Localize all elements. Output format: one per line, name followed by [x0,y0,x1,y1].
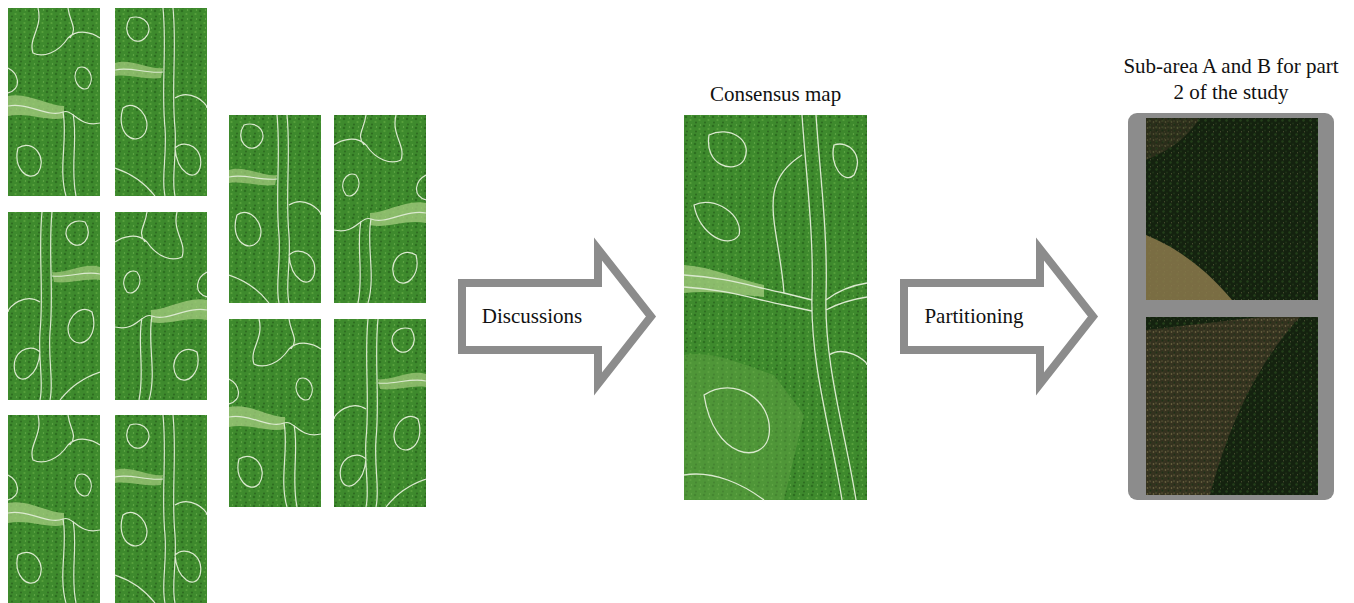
arrow-label: Discussions [482,303,582,329]
sub-area-images [1128,113,1334,500]
panel-heading: Sub-area A and B for part 2 of the study [1122,53,1340,106]
arrow-outline [462,249,651,384]
arrow-label: Partitioning [924,303,1023,329]
flow-arrow: Partitioning [900,245,1097,388]
flow-arrow: Discussions [458,245,655,388]
consensus-map: Consensus map [684,115,867,500]
consensus-map-image [684,115,867,500]
sub-area-frame: Sub-area A and B for part 2 of the study [1128,113,1334,500]
interpreter-maps [8,8,426,603]
panel-heading: Consensus map [710,81,841,107]
arrow-outline [904,249,1093,384]
